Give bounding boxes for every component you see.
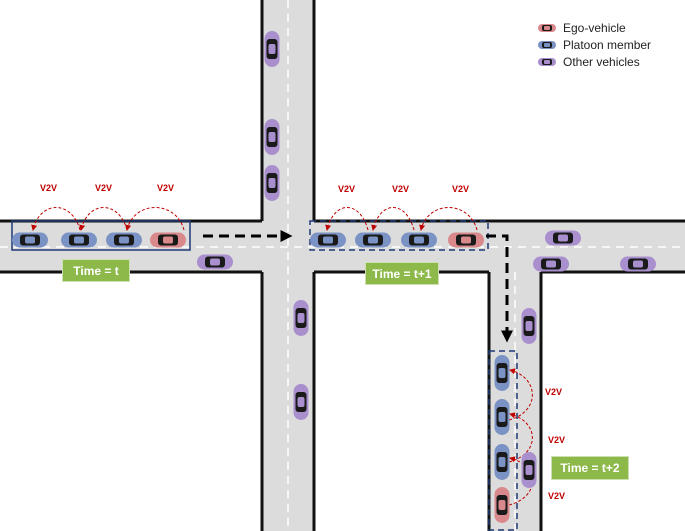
time-label-t: Time = t — [62, 259, 130, 282]
other-vehicle-icon — [293, 300, 309, 336]
other-vehicle-icon — [197, 254, 233, 270]
ego-vehicle-icon — [150, 232, 186, 248]
v2v-label: V2V — [338, 184, 355, 194]
v2v-arc — [508, 368, 533, 421]
other-vehicle-icon — [521, 452, 537, 488]
time-label-t1: Time = t+1 — [365, 262, 439, 285]
other-vehicle-icon — [521, 308, 537, 344]
v2v-arc — [508, 412, 533, 463]
legend-label: Platoon member — [563, 37, 652, 52]
v2v-label: V2V — [545, 387, 562, 397]
legend-label: Ego-vehicle — [563, 20, 626, 35]
v2v-arc — [371, 207, 415, 231]
v2v-label: V2V — [548, 491, 565, 501]
platoon-vehicle-icon — [310, 232, 346, 248]
ego-vehicle-icon — [448, 232, 484, 248]
platoon-group-t2 — [488, 350, 518, 531]
platoon-member-icon — [538, 40, 556, 49]
other-vehicle-icon — [538, 57, 556, 66]
other-vehicle-icon — [293, 384, 309, 420]
v2v-arc — [31, 207, 81, 231]
ego-vehicle-icon — [494, 487, 510, 523]
platoon-group-t — [11, 220, 191, 251]
v2v-label: V2V — [95, 183, 112, 193]
legend-item-platoon: Platoon member — [537, 36, 651, 53]
other-vehicle-icon — [545, 230, 581, 246]
other-vehicle-icon — [264, 119, 280, 155]
v2v-label: V2V — [548, 435, 565, 445]
v2v-links-t1 — [325, 207, 478, 231]
platoon-vehicle-icon — [355, 232, 391, 248]
platoon-vehicle-icon — [61, 232, 97, 248]
v2v-links-t — [31, 207, 185, 231]
legend-label: Other vehicles — [563, 54, 640, 69]
v2v-arc — [79, 207, 128, 231]
platoon-vehicle-icon — [494, 399, 510, 435]
other-vehicle-icon — [264, 31, 280, 67]
v2v-label: V2V — [452, 184, 469, 194]
platoon-vehicle-icon — [494, 355, 510, 391]
platoon-vehicle-icon — [401, 232, 437, 248]
platoon-vehicle-icon — [12, 232, 48, 248]
ego-vehicle-icon — [538, 23, 556, 32]
v2v-label: V2V — [157, 183, 174, 193]
other-vehicle-icon — [620, 256, 656, 272]
vehicles — [12, 31, 656, 523]
move-arrow-t1-to-t2 — [486, 234, 513, 343]
legend-item-ego: Ego-vehicle — [537, 19, 651, 36]
time-label-t2: Time = t+2 — [551, 456, 629, 480]
legend-item-other: Other vehicles — [537, 53, 651, 70]
v2v-arc — [325, 207, 369, 231]
legend: Ego-vehicle Platoon member Other vehicle… — [537, 19, 651, 70]
v2v-label: V2V — [40, 183, 57, 193]
platoon-vehicle-icon — [106, 232, 142, 248]
other-vehicle-icon — [533, 256, 569, 272]
v2v-label: V2V — [392, 184, 409, 194]
other-vehicle-icon — [264, 165, 280, 201]
platoon-vehicle-icon — [494, 444, 510, 480]
